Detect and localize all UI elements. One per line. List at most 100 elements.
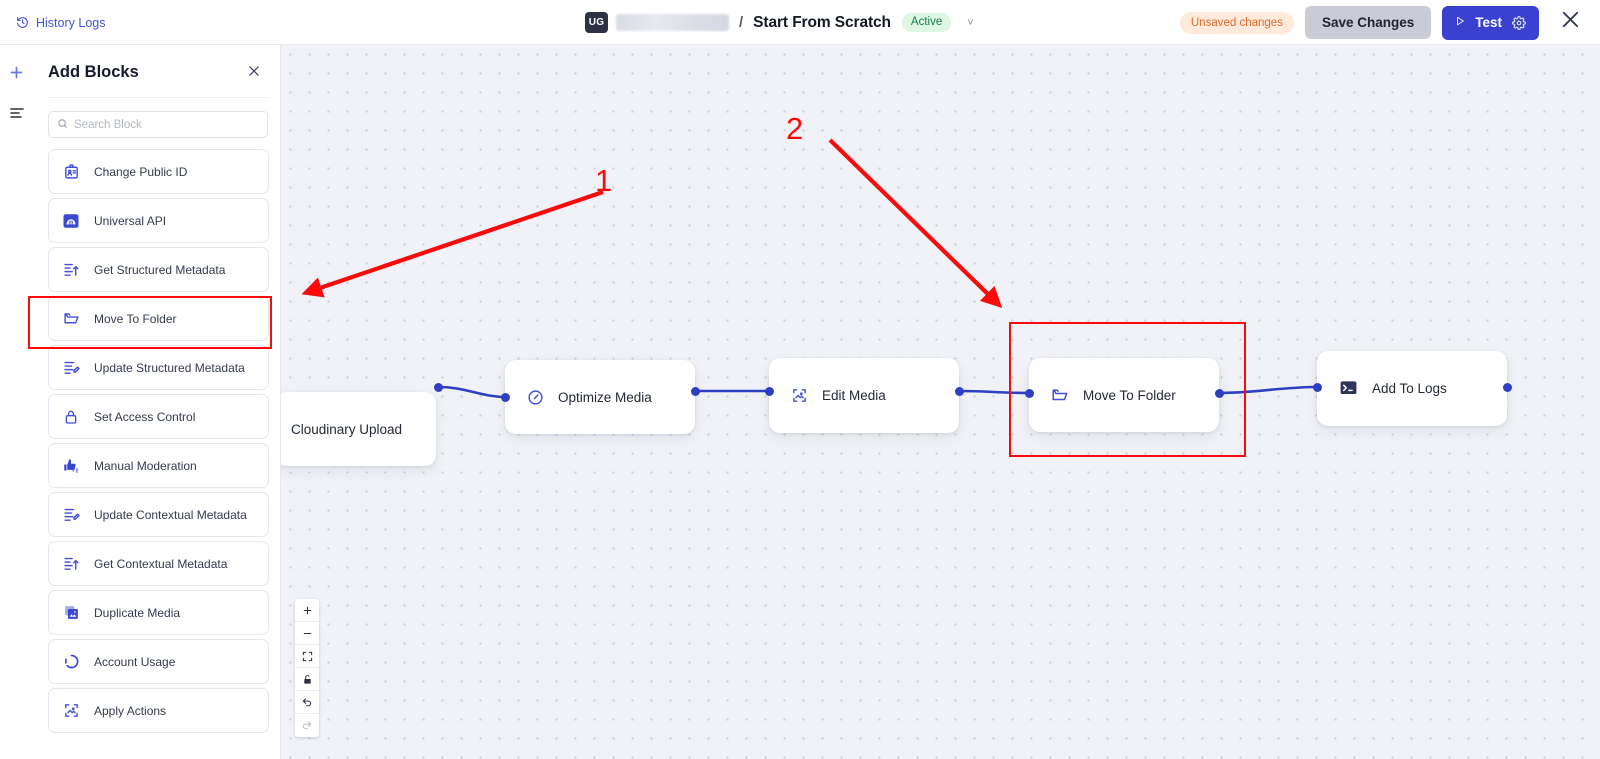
breadcrumb-separator: / — [739, 14, 744, 31]
block-list[interactable]: Change Public ID Universal API Get Structu… — [36, 149, 281, 759]
org-name-redacted — [616, 14, 729, 31]
thumbs-icon — [62, 457, 80, 475]
metadata-edit-icon — [62, 359, 80, 377]
annotation-number-1: 1 — [595, 163, 613, 198]
lock-icon — [62, 408, 80, 426]
node-label: Cloudinary Upload — [291, 421, 403, 437]
node-label: Move To Folder — [1083, 387, 1176, 403]
folder-icon — [62, 310, 80, 328]
chevron-down-icon[interactable]: ˅ — [967, 16, 974, 29]
annotation-arrow-2 — [828, 138, 1003, 309]
block-list-item-label: Account Usage — [94, 654, 176, 669]
block-list-item-label: Universal API — [94, 213, 167, 228]
metadata-edit-icon — [62, 506, 80, 524]
node-label: Optimize Media — [558, 389, 652, 405]
top-bar: History Logs UG / Start From Scratch Act… — [0, 0, 1600, 45]
block-list-item-label: Update Contextual Metadata — [94, 507, 247, 522]
history-logs-button[interactable]: History Logs — [16, 0, 105, 45]
unsaved-changes-badge: Unsaved changes — [1179, 11, 1294, 34]
node-port-out[interactable] — [1503, 383, 1512, 392]
canvas-node-move-to-folder[interactable]: Move To Folder — [1029, 358, 1219, 432]
play-triangle-icon — [1455, 16, 1465, 29]
block-list-item-label: Update Structured Metadata — [94, 360, 245, 375]
org-avatar: UG — [585, 12, 608, 33]
universal-api-icon — [62, 212, 80, 230]
lock-icon[interactable] — [295, 668, 319, 691]
edit-image-icon — [791, 387, 808, 404]
left-rail — [0, 45, 36, 759]
block-list-item-label: Move To Folder — [94, 311, 177, 326]
zoom-out-icon[interactable] — [295, 622, 319, 645]
zoom-in-icon[interactable] — [295, 599, 319, 622]
metadata-get-icon — [62, 261, 80, 279]
block-list-item-update-structured-metadata[interactable]: Update Structured Metadata — [48, 345, 269, 390]
close-icon[interactable] — [247, 64, 261, 81]
annotation-number-2: 2 — [786, 111, 804, 146]
block-list-item-change-public-id[interactable]: Change Public ID — [48, 149, 269, 194]
canvas-node-optimize-media[interactable]: Optimize Media — [505, 360, 695, 434]
search-input[interactable] — [74, 118, 259, 131]
undo-icon[interactable] — [295, 691, 319, 714]
block-list-item-label: Change Public ID — [94, 164, 188, 179]
block-list-item-label: Manual Moderation — [94, 458, 197, 473]
fit-view-icon[interactable] — [295, 645, 319, 668]
canvas-node-cloudinary-upload[interactable]: Cloudinary Upload — [281, 392, 436, 466]
apply-actions-icon — [62, 702, 80, 720]
id-card-icon — [62, 163, 80, 181]
node-port-in[interactable] — [765, 387, 774, 396]
test-button[interactable]: Test — [1442, 5, 1539, 40]
block-list-item-apply-actions[interactable]: Apply Actions — [48, 688, 269, 733]
history-clock-icon — [16, 16, 29, 29]
node-port-out[interactable] — [434, 383, 443, 392]
workflow-canvas[interactable]: Cloudinary Upload Optimize Media — [281, 45, 1600, 759]
node-port-in[interactable] — [1313, 383, 1322, 392]
block-list-item-label: Get Contextual Metadata — [94, 556, 228, 571]
block-list-item-update-contextual-metadata[interactable]: Update Contextual Metadata — [48, 492, 269, 537]
usage-circle-icon — [62, 653, 80, 671]
block-list-item-set-access-control[interactable]: Set Access Control — [48, 394, 269, 439]
canvas-zoom-toolbar[interactable] — [295, 599, 319, 737]
metadata-get-icon — [62, 555, 80, 573]
save-changes-button[interactable]: Save Changes — [1304, 6, 1432, 39]
gauge-icon — [527, 389, 544, 406]
node-port-out[interactable] — [955, 387, 964, 396]
node-port-in[interactable] — [1025, 389, 1034, 398]
block-list-item-label: Apply Actions — [94, 703, 167, 718]
block-list-item-universal-api[interactable]: Universal API — [48, 198, 269, 243]
block-list-item-duplicate-media[interactable]: Duplicate Media — [48, 590, 269, 635]
annotation-arrow-1 — [301, 190, 604, 298]
node-port-out[interactable] — [1215, 389, 1224, 398]
add-blocks-panel: Add Blocks Change Public ID Universal API… — [28, 45, 306, 759]
status-badge: Active — [901, 13, 952, 32]
block-list-item-move-to-folder[interactable]: Move To Folder — [48, 296, 269, 341]
breadcrumb: UG / Start From Scratch Active ˅ — [585, 0, 974, 45]
node-label: Add To Logs — [1372, 381, 1447, 396]
redo-icon[interactable] — [295, 714, 319, 737]
block-list-item-account-usage[interactable]: Account Usage — [48, 639, 269, 684]
block-list-item-get-structured-metadata[interactable]: Get Structured Metadata — [48, 247, 269, 292]
panel-title: Add Blocks — [48, 63, 139, 81]
list-lines-icon[interactable] — [8, 105, 26, 126]
canvas-node-edit-media[interactable]: Edit Media — [769, 358, 959, 433]
top-bar-actions: Unsaved changes Save Changes Test — [1179, 0, 1586, 45]
block-list-item-get-contextual-metadata[interactable]: Get Contextual Metadata — [48, 541, 269, 586]
block-list-item-label: Duplicate Media — [94, 605, 181, 620]
close-editor-button[interactable] — [1555, 8, 1586, 38]
terminal-icon — [1339, 379, 1358, 398]
node-port-out[interactable] — [691, 387, 700, 396]
gear-icon[interactable] — [1512, 15, 1526, 30]
duplicate-image-icon — [62, 604, 80, 622]
search-block-field[interactable] — [48, 111, 268, 138]
page-title: Start From Scratch — [753, 13, 891, 31]
panel-header: Add Blocks — [36, 45, 280, 97]
history-logs-label: History Logs — [36, 15, 106, 30]
node-label: Edit Media — [822, 388, 886, 403]
panel-divider — [48, 97, 268, 98]
canvas-node-add-to-logs[interactable]: Add To Logs — [1317, 351, 1507, 426]
node-port-in[interactable] — [501, 393, 510, 402]
folder-icon — [1051, 386, 1069, 404]
plus-icon[interactable] — [8, 64, 25, 85]
block-list-item-manual-moderation[interactable]: Manual Moderation — [48, 443, 269, 488]
search-icon — [57, 116, 68, 134]
